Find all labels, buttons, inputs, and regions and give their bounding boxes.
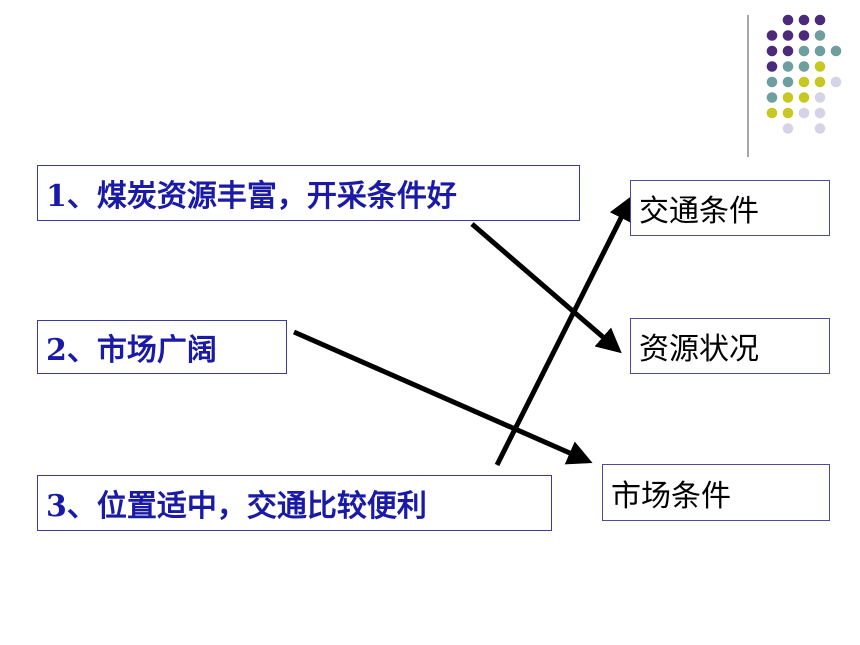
decorative-dot <box>798 76 810 88</box>
decorative-dot <box>766 107 778 119</box>
decorative-dot <box>782 76 794 88</box>
condition-box-market: 市场条件 <box>602 464 830 521</box>
decorative-dot <box>814 76 826 88</box>
decorative-dot <box>814 30 826 41</box>
arrow-cause2-to-market <box>292 329 593 465</box>
cause-label-1: 1、煤炭资源丰富，开采条件好 <box>46 179 457 214</box>
decorative-dot <box>782 107 794 119</box>
decorative-dot <box>798 14 810 26</box>
arrow-cause1-to-resources <box>470 222 622 354</box>
arrow-cause3-to-transport <box>494 195 633 467</box>
decorative-dot <box>766 30 778 41</box>
condition-box-transport: 交通条件 <box>630 180 830 236</box>
dot-pattern <box>766 14 842 134</box>
decorative-dot <box>814 107 826 119</box>
decorative-dot <box>766 45 778 57</box>
decorative-dot <box>798 61 810 72</box>
decorative-dot <box>798 92 810 103</box>
decorative-dot <box>830 45 842 57</box>
cause-box-3: 3、位置适中，交通比较便利 <box>37 475 552 531</box>
decorative-dot <box>782 92 794 103</box>
decorative-dot <box>814 45 826 57</box>
decorative-dot <box>766 61 778 72</box>
decorative-dot <box>782 61 794 72</box>
decorative-dot <box>814 123 826 134</box>
cause-box-1: 1、煤炭资源丰富，开采条件好 <box>37 165 580 221</box>
condition-label-market: 市场条件 <box>611 478 731 514</box>
decorative-dot <box>782 14 794 26</box>
decorative-dot <box>798 107 810 119</box>
decorative-dot <box>798 30 810 41</box>
decorative-dot <box>782 123 794 134</box>
condition-label-transport: 交通条件 <box>639 194 759 229</box>
decorative-dot <box>766 92 778 103</box>
cause-label-2: 2、市场广阔 <box>46 333 217 368</box>
decorative-dot <box>814 14 826 26</box>
decorative-dot <box>814 92 826 103</box>
decorative-dot <box>798 45 810 57</box>
decorative-dot <box>814 61 826 72</box>
decorative-dot <box>830 76 842 88</box>
cause-label-3: 3、位置适中，交通比较便利 <box>46 489 427 524</box>
cause-box-2: 2、市场广阔 <box>37 320 287 374</box>
decorative-dot <box>782 45 794 57</box>
decorative-dot <box>766 76 778 88</box>
decorative-dot <box>782 30 794 41</box>
condition-box-resources: 资源状况 <box>630 318 830 374</box>
condition-label-resources: 资源状况 <box>639 332 759 367</box>
